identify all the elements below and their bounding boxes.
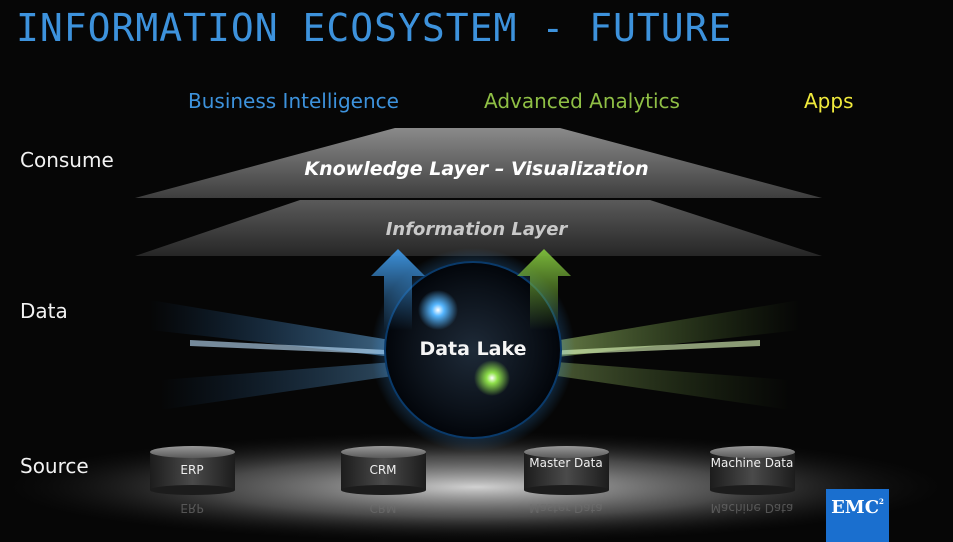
- green-up-arrow: [517, 249, 571, 330]
- information-layer-label: Information Layer: [385, 219, 568, 240]
- blue-up-arrow: [371, 249, 425, 330]
- source-reflection-crm: CRM: [369, 501, 397, 515]
- consumer-advanced-analytics: Advanced Analytics: [484, 89, 680, 113]
- source-database-erp: [150, 446, 235, 495]
- source-label-master-data: Master Data: [529, 456, 603, 470]
- emc-logo: EMC2: [826, 489, 889, 542]
- source-reflection-master-data: Master Data: [529, 501, 603, 515]
- source-reflection-machine-data: Machine Data: [710, 501, 794, 515]
- row-label-data: Data: [20, 299, 68, 323]
- knowledge-layer-shape: [135, 128, 822, 198]
- source-label-crm: CRM: [369, 463, 397, 477]
- page-title: INFORMATION ECOSYSTEM - FUTURE: [16, 6, 733, 50]
- row-label-consume: Consume: [20, 148, 114, 172]
- source-database-crm: [341, 446, 426, 495]
- blue-light-streaks: [150, 300, 425, 410]
- green-light-streaks: [528, 300, 800, 410]
- data-lake-label: Data Lake: [419, 338, 527, 360]
- source-database-master-data: [524, 446, 609, 495]
- source-label-machine-data: Machine Data: [710, 456, 794, 470]
- source-label-erp: ERP: [180, 463, 204, 477]
- information-layer-shape: [135, 200, 822, 256]
- emc-logo-text: EMC: [831, 497, 880, 518]
- data-lake-blue-spark: [418, 290, 458, 330]
- knowledge-layer-label: Knowledge Layer – Visualization: [304, 158, 649, 180]
- source-database-machine-data: [710, 446, 795, 495]
- row-label-source: Source: [20, 454, 89, 478]
- emc-logo-superscript: 2: [879, 497, 884, 506]
- consumer-apps: Apps: [804, 89, 854, 113]
- source-reflection-erp: ERP: [180, 501, 204, 515]
- data-lake-green-spark: [474, 360, 510, 396]
- consumer-business-intelligence: Business Intelligence: [188, 89, 399, 113]
